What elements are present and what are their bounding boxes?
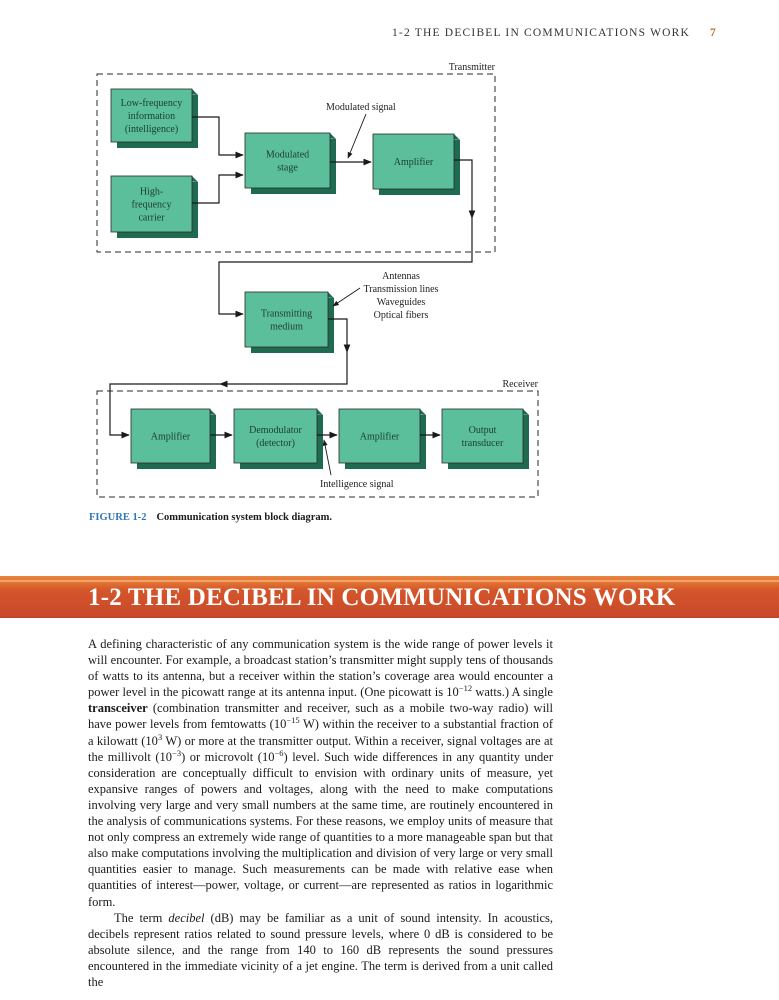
block-label-line: Demodulator (249, 425, 302, 436)
block-demodulator: Demodulator (detector) (233, 408, 323, 469)
term-decibel: decibel (168, 910, 205, 925)
block-carrier: High-frequency carrier (110, 175, 198, 238)
wire-medium-down (328, 318, 351, 353)
block-label-line: frequency (132, 200, 172, 211)
running-head-title: 1-2 THE DECIBEL IN COMMUNICATIONS WORK (391, 27, 691, 39)
block-output: Output transducer (441, 408, 529, 469)
block-label-line: carrier (138, 213, 165, 224)
block-rx-amplifier1: Amplifier (130, 408, 216, 469)
transmitter-label: Transmitter (449, 62, 496, 73)
wire-carrier-to-modulated (192, 171, 244, 204)
receiver-frame (96, 390, 539, 498)
medium-example-item: Optical fibers (374, 310, 429, 321)
block-label-line: Low-frequency (121, 98, 183, 109)
block-label-line: (detector) (256, 438, 295, 449)
wire-into-rx-amplifier (109, 383, 220, 439)
block-label-line: stage (277, 163, 298, 174)
block-label-line: Amplifier (394, 157, 434, 168)
block-label-line: transducer (462, 438, 504, 449)
running-head: 1-2 THE DECIBEL IN COMMUNICATIONS WORK 7 (392, 27, 717, 39)
block-label-line: High- (140, 187, 163, 198)
figure-label: FIGURE 1-2 (89, 512, 147, 523)
leader-medium-examples (332, 287, 361, 307)
paragraph-2: The term decibel (dB) may be familiar as… (88, 910, 554, 989)
block-diagram: Transmitter Receiver Low-frequency inform… (96, 62, 539, 498)
medium-example-item: Transmission lines (364, 284, 439, 295)
wire-amplifier-down (454, 159, 476, 219)
receiver-label: Receiver (502, 379, 538, 390)
leader-intelligence-signal (322, 439, 332, 476)
medium-example-item: Waveguides (377, 297, 426, 308)
block-label-line: medium (270, 322, 303, 333)
block-tx-amplifier: Amplifier (372, 133, 460, 195)
block-label-line: information (128, 111, 175, 122)
transmitter-frame (96, 73, 496, 253)
term-transceiver: transceiver (88, 701, 148, 716)
figure-caption-text: Communication system block diagram. (156, 512, 333, 523)
block-label-line: Amplifier (151, 432, 191, 443)
block-label-line: Output (469, 425, 497, 436)
modulated-signal-label: Modulated signal (326, 102, 396, 113)
block-modulated-stage: Modulated stage (244, 132, 336, 194)
block-label-line: (intelligence) (125, 124, 178, 135)
block-label-line: Transmitting (261, 309, 312, 320)
body-text: A defining characteristic of any communi… (88, 636, 553, 990)
medium-example-item: Antennas (382, 271, 420, 282)
wire-to-medium (218, 218, 473, 318)
leader-modulated-signal (347, 113, 367, 159)
figure-caption: FIGURE 1-2 Communication system block dia… (89, 512, 332, 523)
block-rx-amplifier2: Amplifier (338, 408, 426, 469)
section-heading-band: 1-2 THE DECIBEL IN COMMUNICATIONS WORK (0, 576, 779, 618)
block-label-line: Amplifier (360, 432, 400, 443)
block-low-frequency: Low-frequency information (intelligence) (110, 88, 198, 148)
section-title: 1-2 THE DECIBEL IN COMMUNICATIONS WORK (88, 584, 676, 611)
intelligence-signal-label: Intelligence signal (320, 479, 394, 490)
wire-to-receiver (219, 352, 348, 388)
page-number: 7 (710, 27, 717, 39)
paragraph-1: A defining characteristic of any communi… (88, 637, 553, 909)
block-label-line: Modulated (266, 150, 309, 161)
block-medium: Transmitting medium (244, 291, 334, 353)
wire-lowfreq-to-modulated (192, 116, 244, 159)
